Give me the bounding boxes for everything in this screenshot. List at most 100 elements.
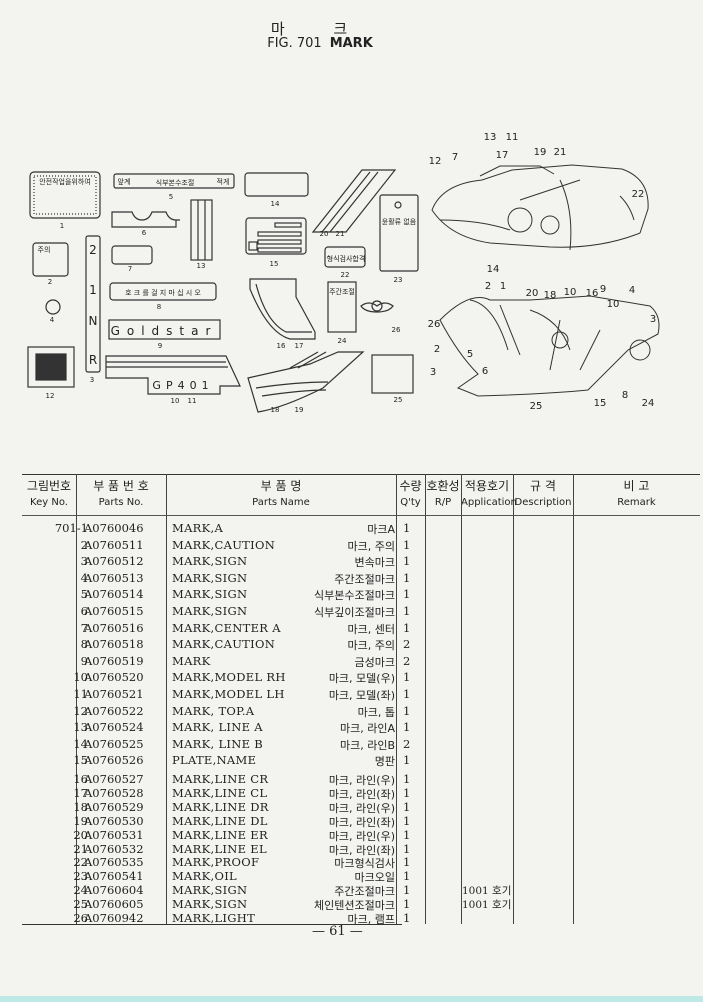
sticker-9 [108, 319, 221, 340]
part-number: A0760535 [84, 855, 144, 870]
part-name: MARK,SIGN [172, 587, 248, 602]
part-number: A0760521 [84, 687, 144, 701]
part-label: 7 [128, 265, 132, 273]
part-name-korean: 주간조절마크 [334, 885, 395, 899]
sticker-16-17 [249, 278, 316, 340]
key-number: 16 [73, 772, 88, 786]
part-name: MARK,SIGN [172, 883, 248, 898]
quantity: 1 [403, 869, 411, 884]
key-number: 11 [73, 687, 88, 701]
part-name-korean: 마크오일 [354, 871, 395, 885]
part-label: 18 [271, 406, 280, 414]
part-name: MARK,CENTER A [172, 620, 281, 635]
page-number: — 61 — [312, 924, 363, 939]
quantity: 1 [403, 753, 411, 768]
quantity: 2 [403, 653, 411, 668]
part-name: MARK,SIGN [172, 554, 248, 569]
callout-number: 22 [632, 189, 645, 200]
sticker-2-text: 주의 [38, 245, 51, 254]
quantity: 1 [403, 813, 411, 828]
sticker-25 [371, 354, 414, 394]
callout-number: 24 [642, 398, 655, 409]
part-name-korean: 마크, 센터 [347, 622, 395, 636]
part-name: MARK,PROOF [172, 855, 260, 870]
part-label: 24 [338, 337, 347, 345]
table-header [22, 474, 700, 516]
part-label: 12 [46, 392, 55, 400]
part-name-korean: 마크, 톱 [357, 705, 395, 719]
figure-name: MARK [329, 36, 373, 51]
part-number: A0760942 [84, 911, 144, 925]
sticker-5-text-left: 앞계 [118, 177, 131, 186]
quantity: 2 [403, 637, 411, 652]
part-name-korean: 마크, 라인(좌) [328, 787, 395, 801]
key-number: 5 [80, 587, 88, 602]
callout-number: 18 [544, 290, 557, 301]
column-header-en: Description [514, 497, 572, 508]
part-name: MARK,OIL [172, 869, 237, 884]
part-name-korean: 마크, 라인(우) [328, 801, 395, 815]
part-label: 3 [90, 376, 94, 384]
part-label: 19 [295, 406, 304, 414]
key-number: 21 [73, 841, 88, 856]
sticker-5 [113, 173, 235, 189]
key-number: 7 [80, 620, 88, 635]
part-name: MARK,LINE DR [172, 799, 269, 814]
column-header-ko: 규 격 [530, 479, 556, 493]
part-label: 1 [60, 222, 64, 230]
part-label: 15 [270, 260, 279, 268]
part-number: A0760520 [84, 670, 144, 685]
callout-number: 16 [586, 288, 599, 299]
sticker-22-text: 형식검사합격 [327, 254, 366, 263]
part-name: MARK,MODEL RH [172, 670, 286, 685]
column-divider [425, 474, 426, 924]
column-header-ko: 부 품 명 [260, 479, 302, 493]
part-label: 9 [158, 342, 162, 350]
part-label: 26 [392, 326, 401, 334]
quantity: 1 [403, 703, 411, 718]
part-name-korean: 마크, 램프 [347, 913, 395, 926]
part-name-korean: 마크형식검사 [334, 857, 395, 871]
part-label: 22 [341, 271, 350, 279]
part-name-korean: 마크, 주의 [347, 539, 395, 553]
column-header-en: Parts Name [252, 497, 310, 508]
quantity: 1 [403, 855, 411, 870]
callout-number: 15 [594, 398, 607, 409]
quantity: 1 [403, 897, 411, 912]
column-header-ko: 적용호기 [464, 479, 510, 493]
sticker-23-text: 윤활류 없음 [382, 217, 417, 226]
part-number: A0760516 [84, 620, 144, 635]
part-name: PLATE,NAME [172, 753, 257, 768]
table-bottom-rule [22, 924, 402, 925]
column-divider [396, 474, 397, 924]
part-name-korean: 식부본수조절마크 [314, 589, 395, 603]
callout-number: 11 [506, 132, 519, 143]
sticker-6 [111, 211, 181, 228]
part-number: A0760046 [84, 521, 144, 535]
part-label: 5 [169, 193, 173, 201]
key-number: 17 [73, 785, 88, 800]
column-divider [513, 474, 514, 924]
part-name: MARK,LINE CR [172, 772, 269, 786]
key-number: 8 [80, 637, 88, 652]
part-number: A0760524 [84, 720, 144, 735]
part-name-korean: 식부깊이조절마크 [314, 606, 395, 619]
part-name-korean: 마크, 모델(우) [328, 672, 395, 686]
column-header-en: Remark [617, 497, 656, 508]
column-header-ko: 그림번호 [26, 479, 72, 493]
callout-number: 17 [496, 150, 509, 161]
column-divider [573, 474, 574, 924]
part-number: A0760531 [84, 827, 144, 842]
key-number: 23 [73, 869, 88, 884]
key-number: 9 [80, 653, 88, 668]
part-name-korean: 변속마크 [354, 556, 395, 570]
part-label: 8 [157, 303, 161, 311]
column-header-en: Q'ty [400, 497, 421, 508]
part-name-korean: 주간조절마크 [334, 572, 395, 586]
callout-number: 7 [452, 152, 458, 163]
